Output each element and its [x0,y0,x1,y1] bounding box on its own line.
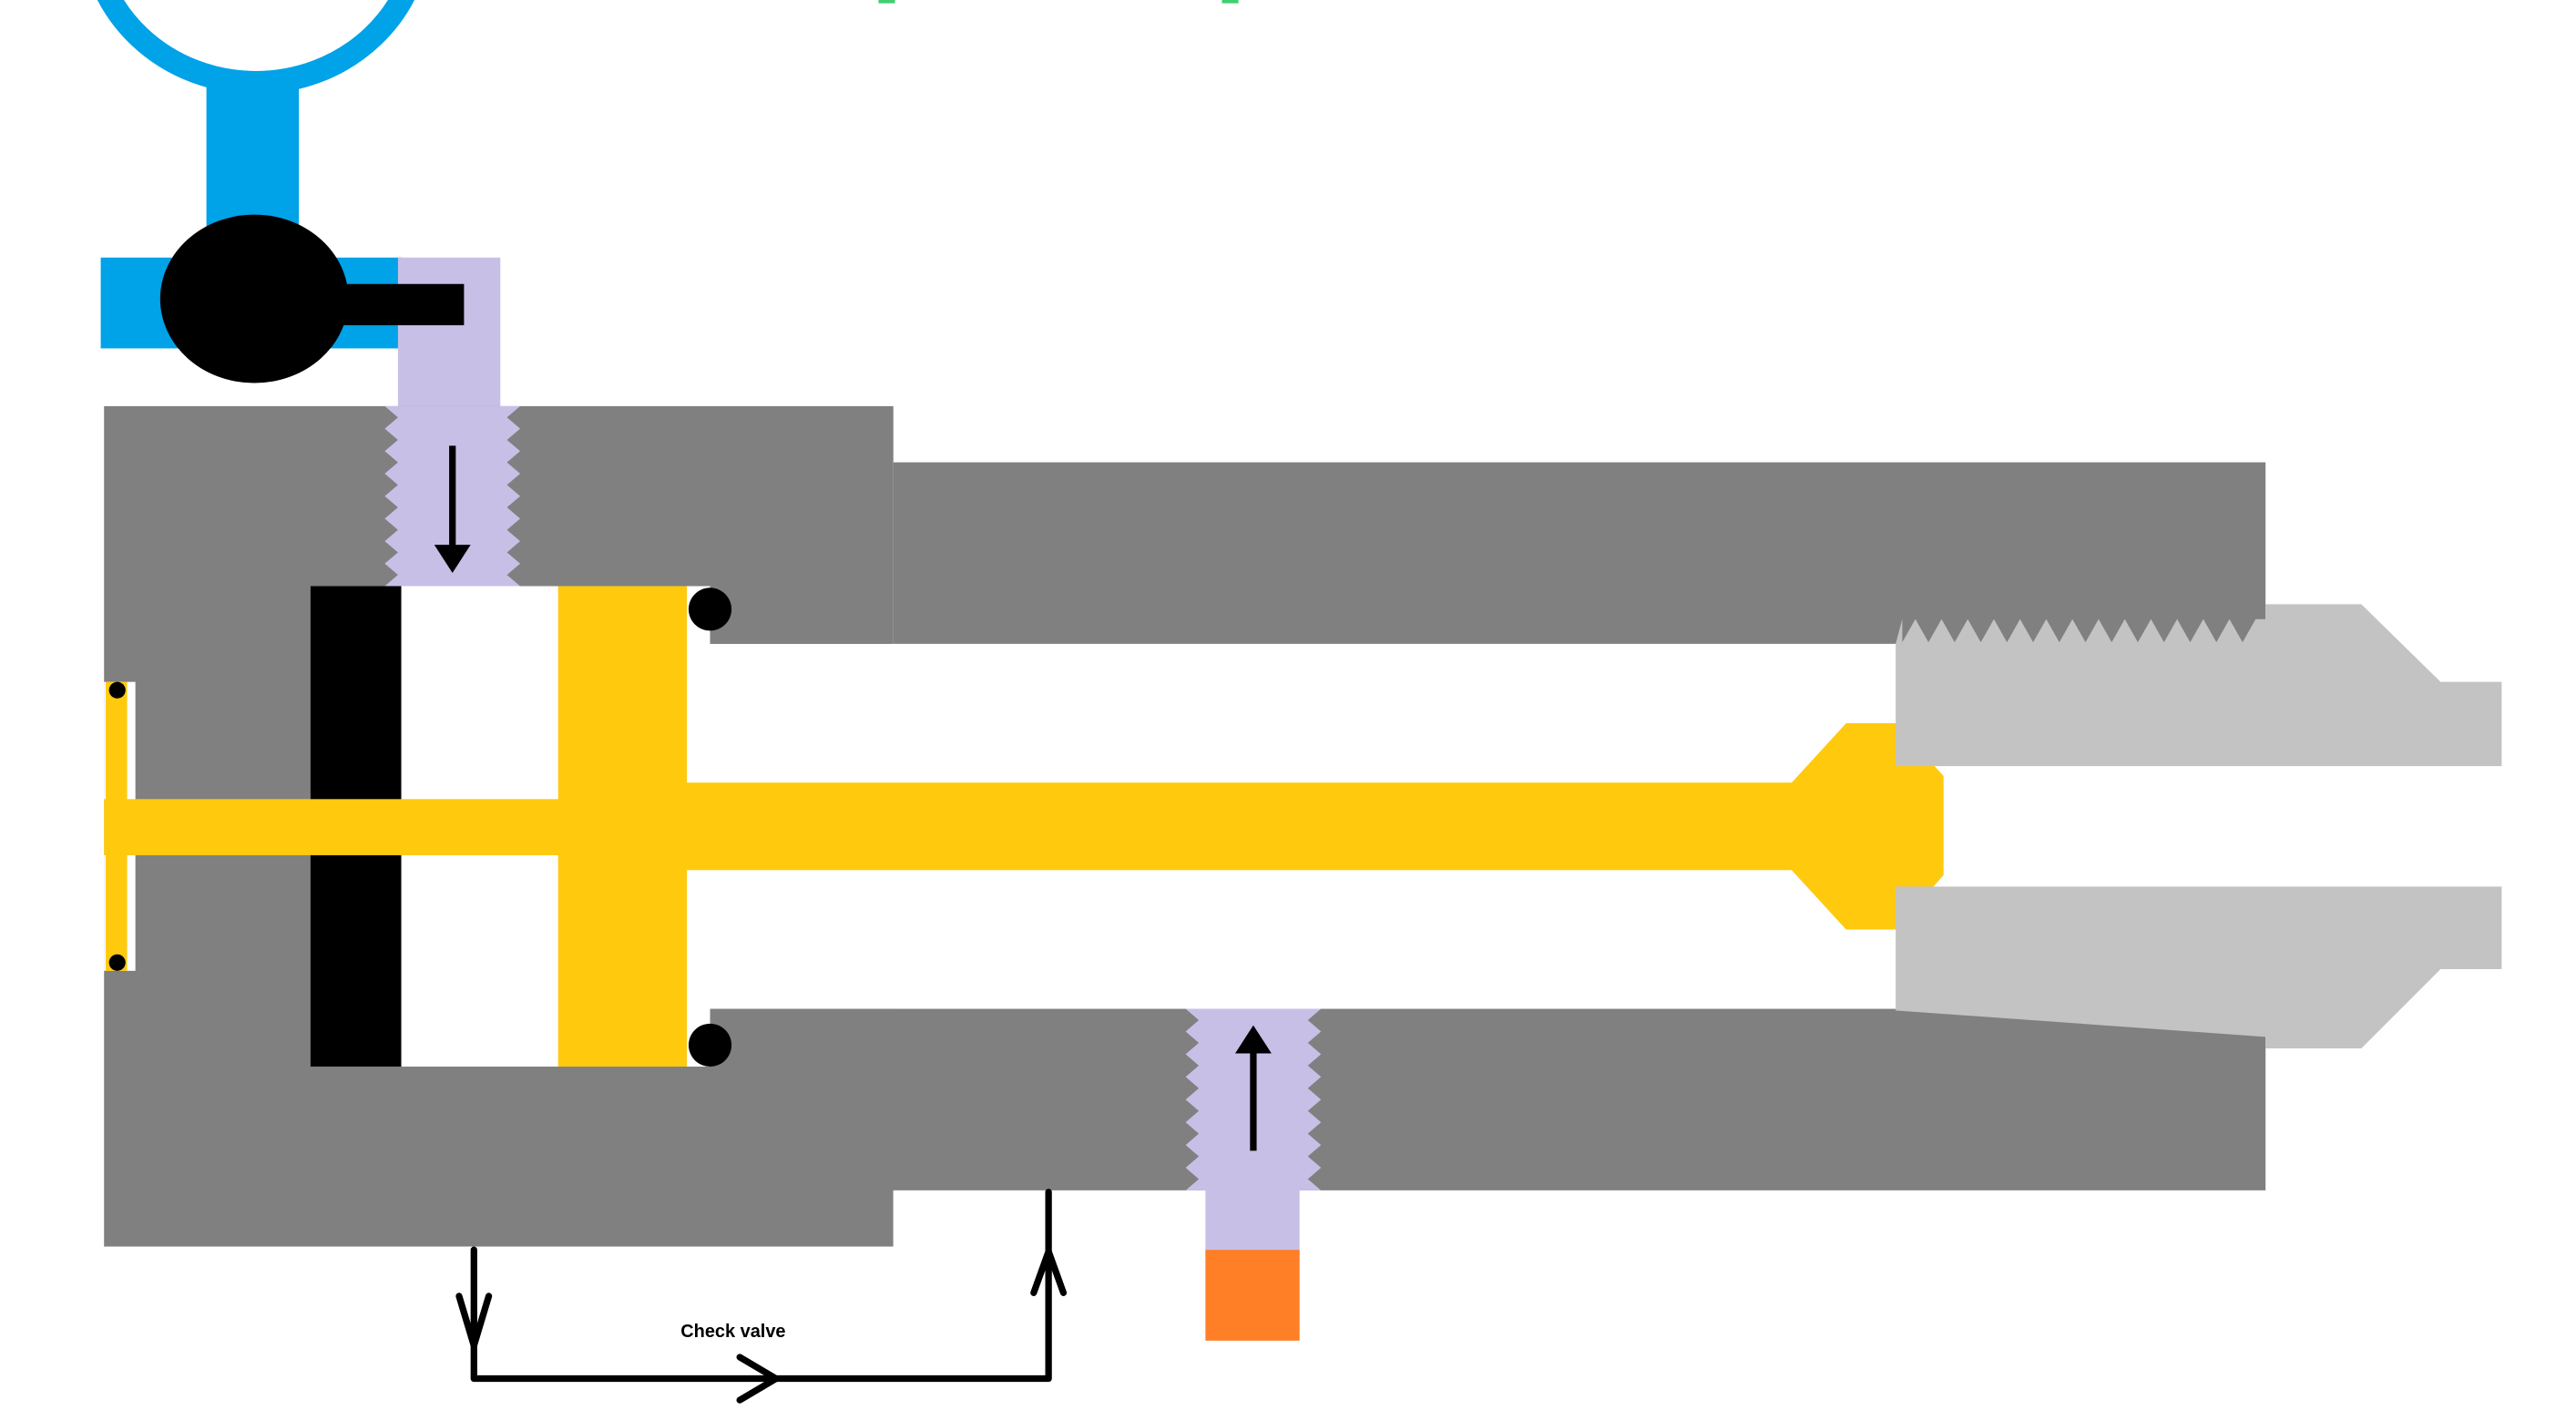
valve-handwheel[interactable] [91,0,422,383]
o-ring-bottom [688,1023,732,1067]
arrow-up-icon [1234,1025,1272,1054]
piston-head [557,586,688,1067]
green-marker [878,0,895,4]
valve-ball [159,214,349,383]
handwheel-ring[interactable] [91,0,422,95]
body-lower-gap [893,1190,2266,1257]
chevron-up-icon [1030,1248,1068,1296]
check-valve-line [455,1189,1068,1404]
outlet-fitting-tube [1205,1180,1300,1255]
nozzle-upper [1896,604,2502,767]
rod-tip [1791,722,1944,930]
o-ring-top [688,588,732,631]
outlet-plug [1205,1250,1300,1341]
nozzle-lower [1896,886,2502,1049]
check-valve-label: Check valve [680,1322,785,1342]
piston-rod [677,782,1800,871]
inlet-fitting-tube [397,257,501,424]
arrow-down-icon [434,545,471,573]
chevron-down-icon [455,1292,493,1349]
rear-pin [108,954,126,971]
green-marker [1222,0,1239,4]
rear-rod-bar [106,681,128,971]
valve-handle-lever [330,283,465,326]
chevron-right-icon [736,1354,780,1404]
piston-rod-rear [104,799,567,855]
rear-pin [108,681,126,699]
